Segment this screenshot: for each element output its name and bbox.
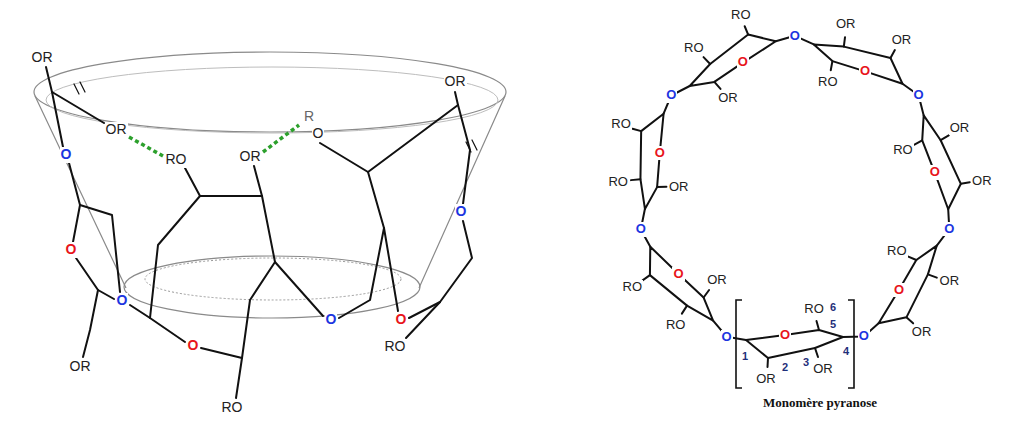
monomer-bracket <box>736 300 742 388</box>
bond <box>80 205 120 292</box>
hydrogen-bond <box>263 125 299 152</box>
glycosidic-links <box>641 36 950 340</box>
bridge-oxygen: O <box>943 222 955 236</box>
substituent-label: RO <box>610 117 632 131</box>
bond <box>69 163 80 242</box>
substituent-label: OR <box>755 372 777 386</box>
bond <box>458 105 470 204</box>
ring-oxygen: O <box>893 283 905 297</box>
ring-oxygen: O <box>779 328 791 342</box>
substituent-label: OR <box>668 180 690 194</box>
carbon-number: 1 <box>741 350 749 362</box>
ring-oxygen: O <box>672 267 684 281</box>
substituent-label: OR <box>239 149 262 164</box>
bond <box>320 143 398 311</box>
bridge-oxygen: O <box>635 222 647 236</box>
cyclodextrin-ring <box>616 17 975 388</box>
bond <box>130 305 150 318</box>
carbon-number: 3 <box>802 356 810 368</box>
bridge-oxygen: O <box>325 312 338 327</box>
ring-oxygen: O <box>395 312 408 327</box>
carbon-number: 2 <box>781 361 789 373</box>
ring-oxygen: O <box>929 165 941 179</box>
substituent-label: RO <box>803 302 825 316</box>
substituent-label: RO <box>165 152 188 167</box>
substituent-label: OR <box>717 91 739 105</box>
bond-mark <box>466 140 477 152</box>
bridge-oxygen: O <box>116 293 129 308</box>
bond <box>83 290 98 357</box>
glycosidic-bond <box>664 86 690 114</box>
glycosidic-bond <box>903 84 924 116</box>
substituent-label: OR <box>911 325 933 339</box>
substituent-label: OR <box>971 174 993 188</box>
substituent-label: RO <box>607 175 629 189</box>
cone-side <box>35 96 505 288</box>
bridge-oxygen: O <box>721 330 733 344</box>
hydrogen-bond <box>129 137 163 156</box>
bridge-oxygen: O <box>789 29 801 43</box>
cone-outline <box>34 52 506 318</box>
ring-oxygen: O <box>65 242 78 257</box>
carbon-number: 5 <box>829 318 837 330</box>
substituent-label: RO <box>384 339 407 354</box>
bridge-oxygen: O <box>913 88 925 102</box>
substituent-label: RO <box>892 143 914 157</box>
bond <box>46 67 63 147</box>
carbon-number: 4 <box>842 345 850 357</box>
hydrogen-bond <box>129 125 299 156</box>
bridge-oxygen: O <box>665 88 677 102</box>
substituent-label: OR <box>31 50 54 65</box>
substituent-label: OR <box>706 273 728 287</box>
substituent-label: RO <box>683 41 705 55</box>
substituent-label: RO <box>886 244 908 258</box>
bond <box>185 166 262 196</box>
bridge-oxygen: O <box>455 204 468 219</box>
pyranose-chair <box>908 109 974 214</box>
bond <box>236 358 242 398</box>
substituent-label: R <box>303 109 315 124</box>
ring-oxygen: O <box>737 55 749 69</box>
substituent-label: RO <box>817 75 839 89</box>
cone-rim <box>34 52 506 132</box>
substituent-label: OR <box>812 362 834 376</box>
substituent-label: RO <box>622 280 644 294</box>
substituent-label: OR <box>444 74 467 89</box>
substituent-label: OR <box>835 17 857 31</box>
substituent-label: O <box>312 126 325 141</box>
bond <box>339 228 384 318</box>
ring-oxygen: O <box>187 338 200 353</box>
substituent-label: OR <box>949 121 971 135</box>
bond <box>368 92 458 172</box>
bridge-oxygen: O <box>60 147 73 162</box>
bond-mark <box>74 82 85 94</box>
bridge-oxygen: O <box>858 329 870 343</box>
bond <box>150 196 200 342</box>
substituent-label: RO <box>730 8 752 22</box>
pyranose-chair <box>807 17 914 101</box>
substituent-label: OR <box>939 274 961 288</box>
substituent-label: OR <box>891 33 913 47</box>
substituent-label: RO <box>665 318 687 332</box>
bond <box>409 221 472 318</box>
substituent-label: OR <box>105 122 128 137</box>
substituent-label: RO <box>221 400 244 415</box>
bond <box>52 92 104 123</box>
bond <box>201 262 275 358</box>
ring-oxygen: O <box>654 146 666 160</box>
ring-oxygen: O <box>859 64 871 78</box>
bond <box>406 302 440 338</box>
carbon-number: 6 <box>829 301 837 313</box>
pyranose-chair <box>677 17 784 101</box>
bond <box>262 196 323 316</box>
caption-text: Monomère pyranose <box>762 396 878 410</box>
bond <box>76 258 114 299</box>
substituent-label: OR <box>69 359 92 374</box>
molecule-skeleton <box>46 67 477 398</box>
